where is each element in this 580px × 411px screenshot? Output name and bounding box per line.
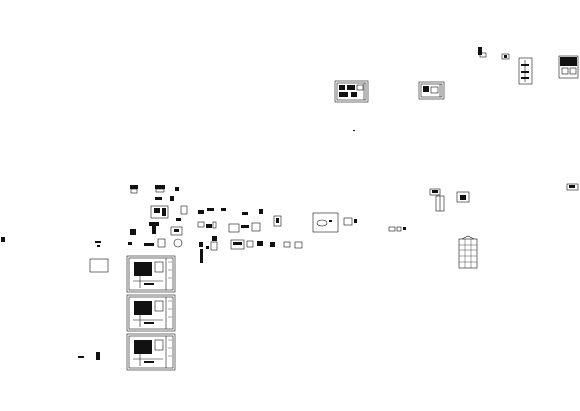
right-middle-cluster[interactable]	[388, 183, 579, 232]
drawing-sheet-2[interactable]	[126, 294, 176, 332]
sheet-frame-2[interactable]	[418, 81, 445, 100]
left-cluster[interactable]	[1, 185, 188, 248]
grid-elevation[interactable]	[458, 235, 478, 269]
central-cluster[interactable]	[197, 208, 357, 263]
top-right-cluster[interactable]	[478, 47, 579, 85]
blank-frame[interactable]	[89, 258, 109, 273]
drawing-sheet-3[interactable]	[126, 333, 176, 371]
sheet-frame-1[interactable]	[334, 80, 369, 103]
dot-mark	[353, 130, 355, 131]
drawing-sheet-1[interactable]	[126, 255, 176, 293]
bottom-left-marks[interactable]	[78, 352, 100, 360]
